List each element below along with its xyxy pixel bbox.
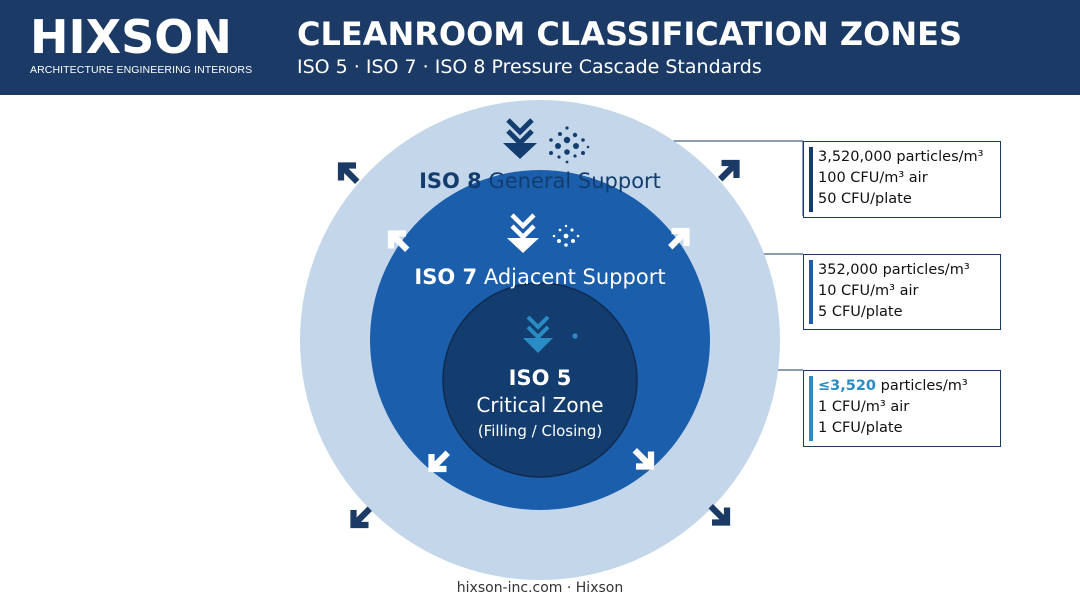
zone-iso7-label: ISO 7 Adjacent Support bbox=[340, 264, 740, 290]
spec-iso7-plate: 5 CFU/plate bbox=[818, 304, 903, 320]
spec-iso5-air: 1 CFU/m³ air bbox=[818, 399, 910, 415]
zone-iso5-code: ISO 5 bbox=[508, 366, 572, 390]
airflow-iso7-icon bbox=[507, 213, 539, 253]
footer-credit: hixson-inc.com · Hixson bbox=[456, 580, 624, 596]
spec-iso5-unit: particles/m³ bbox=[876, 378, 968, 394]
airflow-iso5-icon bbox=[523, 315, 553, 353]
zone-iso7-code: ISO 7 bbox=[414, 265, 478, 289]
arrow-out-bottom-right-icon bbox=[711, 506, 727, 522]
spec-iso5-plate: 1 CFU/plate bbox=[818, 420, 903, 436]
header-banner: HIXSON ARCHITECTURE ENGINEERING INTERIOR… bbox=[0, 0, 1080, 95]
zone-iso8-name: General Support bbox=[488, 169, 661, 193]
spec-bar-iso7 bbox=[809, 260, 813, 324]
spec-iso5-limit: ≤3,520 bbox=[818, 378, 877, 394]
zone-iso8-label: ISO 8 General Support bbox=[340, 168, 740, 194]
spec-bar-iso5 bbox=[809, 376, 813, 441]
logo-tagline: ARCHITECTURE ENGINEERING INTERIORS bbox=[30, 64, 253, 76]
spec-box-iso7: 352,000 particles/m³ 10 CFU/m³ air 5 CFU… bbox=[803, 254, 1001, 330]
particle-iso5-icon bbox=[572, 333, 578, 339]
particles-iso7-icon bbox=[552, 224, 580, 247]
arrow-out-bottom-left-icon bbox=[354, 509, 370, 525]
spec-iso8-air: 100 CFU/m³ air bbox=[818, 170, 928, 186]
spec-box-iso8: 3,520,000 particles/m³ 100 CFU/m³ air 50… bbox=[803, 141, 1001, 218]
zone-iso5-core bbox=[442, 282, 638, 478]
spec-iso8-particles: 3,520,000 particles/m³ bbox=[818, 149, 984, 165]
spec-bar-iso8 bbox=[809, 147, 813, 212]
zone-iso5-name: Critical Zone bbox=[476, 393, 604, 417]
zone-iso5-detail: (Filling / Closing) bbox=[477, 422, 603, 440]
particles-iso8-icon bbox=[549, 126, 590, 164]
page-title: CLEANROOM CLASSIFICATION ZONES bbox=[297, 15, 962, 53]
zone-iso8-code: ISO 8 bbox=[419, 169, 482, 193]
logo-wordmark: HIXSON bbox=[30, 10, 232, 64]
zone-iso7-name: Adjacent Support bbox=[483, 265, 666, 289]
spec-iso8-plate: 50 CFU/plate bbox=[818, 191, 912, 207]
page-subtitle: ISO 5 · ISO 7 · ISO 8 Pressure Cascade S… bbox=[297, 56, 762, 78]
spec-iso7-air: 10 CFU/m³ air bbox=[818, 283, 919, 299]
airflow-iso8-icon bbox=[503, 118, 537, 159]
hixson-logo: HIXSON ARCHITECTURE ENGINEERING INTERIOR… bbox=[30, 12, 252, 76]
spec-box-iso5: ≤3,520 particles/m³ 1 CFU/m³ air 1 CFU/p… bbox=[803, 370, 1001, 447]
spec-iso5-particles: ≤3,520 particles/m³ bbox=[818, 376, 968, 397]
zone-iso5-label: ISO 5 Critical Zone (Filling / Closing) bbox=[440, 364, 640, 443]
spec-iso7-particles: 352,000 particles/m³ bbox=[818, 262, 970, 278]
